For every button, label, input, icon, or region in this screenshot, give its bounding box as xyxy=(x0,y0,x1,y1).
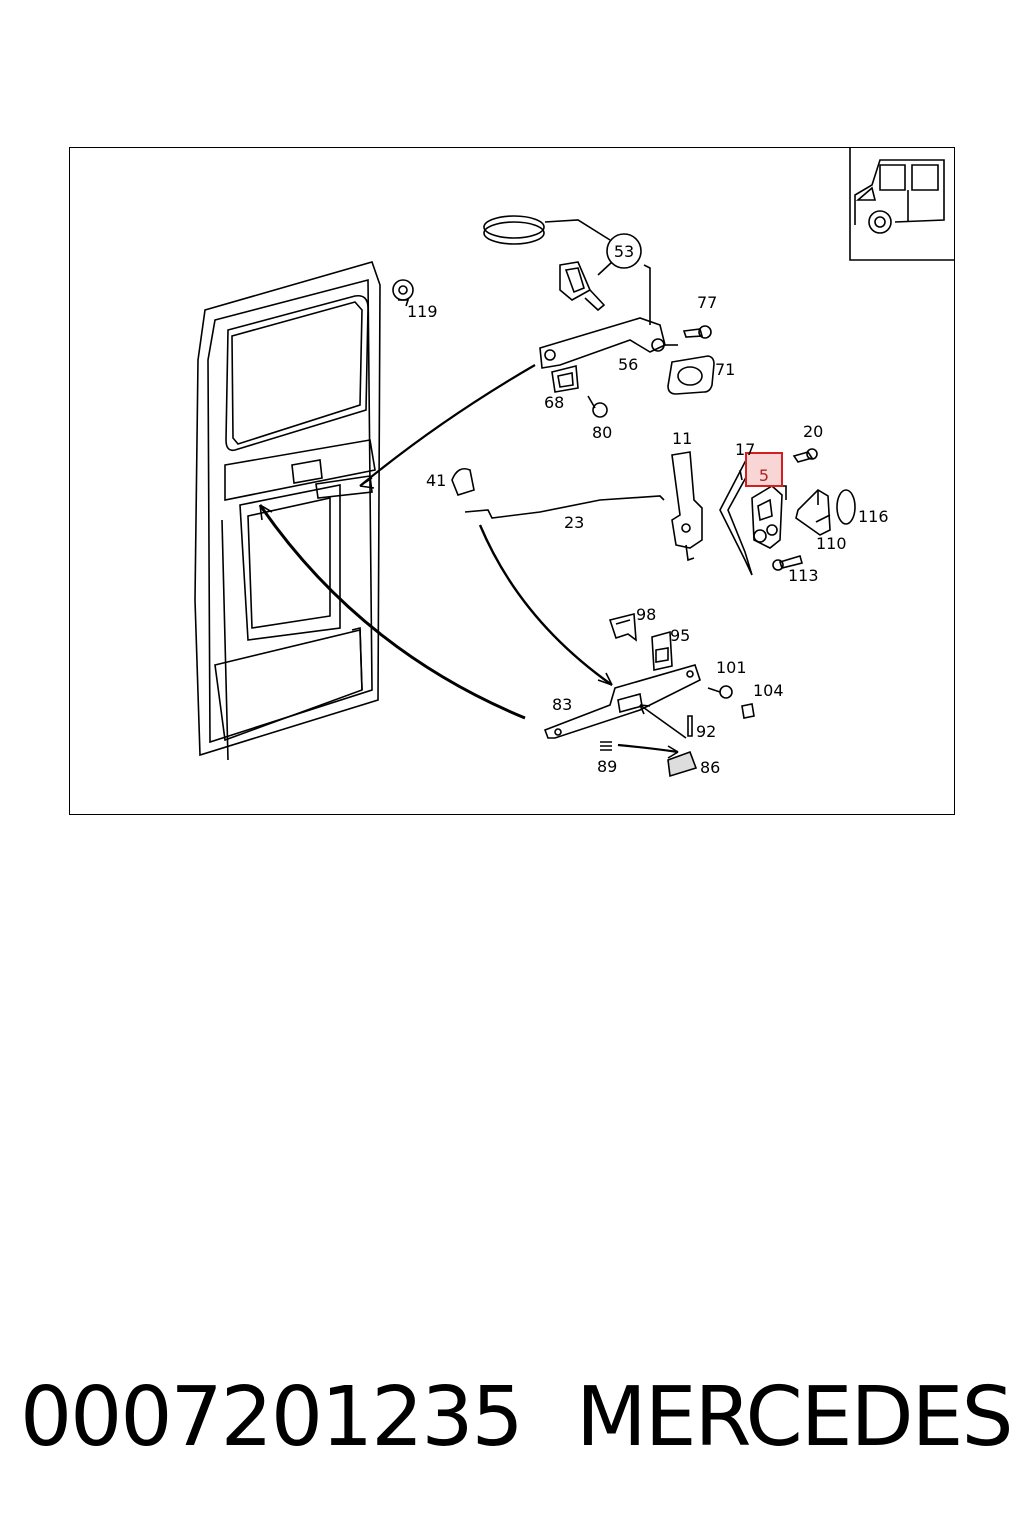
callout-116: 116 xyxy=(858,507,889,526)
arrow-lower-to-door xyxy=(258,504,526,720)
callout-56: 56 xyxy=(618,355,638,374)
callout-101: 101 xyxy=(716,658,747,677)
callout-110: 110 xyxy=(816,534,847,553)
callout-23: 23 xyxy=(564,513,584,532)
callout-77: 77 xyxy=(697,293,717,312)
callout-41: 41 xyxy=(426,471,446,490)
callout-80: 80 xyxy=(592,423,612,442)
callout-104: 104 xyxy=(753,681,784,700)
arrow-handle-to-door xyxy=(359,364,536,487)
parts-diagram-frame xyxy=(69,147,955,815)
callout-5: 5 xyxy=(759,466,769,485)
callout-68: 68 xyxy=(544,393,564,412)
callout-119: 119 xyxy=(407,302,438,321)
callout-53: 53 xyxy=(614,242,634,261)
callout-5-highlight xyxy=(745,452,783,487)
footer-caption: 0007201235 MERCEDES xyxy=(20,1370,1014,1470)
callout-95: 95 xyxy=(670,626,690,645)
callout-89: 89 xyxy=(597,757,617,776)
callout-17: 17 xyxy=(735,440,755,459)
callout-11: 11 xyxy=(672,429,692,448)
callout-98: 98 xyxy=(636,605,656,624)
callout-92: 92 xyxy=(696,722,716,741)
van-icon xyxy=(849,148,955,261)
callout-20: 20 xyxy=(803,422,823,441)
exploded-parts-diagram: 53 119 77 56 71 68 80 11 17 5 20 41 23 1… xyxy=(194,148,955,778)
callout-86: 86 xyxy=(700,758,720,777)
callout-83: 83 xyxy=(552,695,572,714)
arrow-rod-to-lever xyxy=(478,524,613,686)
brand-name: MERCEDES xyxy=(576,1370,1014,1465)
door-panel xyxy=(194,261,381,761)
callout-71: 71 xyxy=(715,360,735,379)
part-number: 0007201235 xyxy=(20,1370,524,1465)
callout-113: 113 xyxy=(788,566,819,585)
